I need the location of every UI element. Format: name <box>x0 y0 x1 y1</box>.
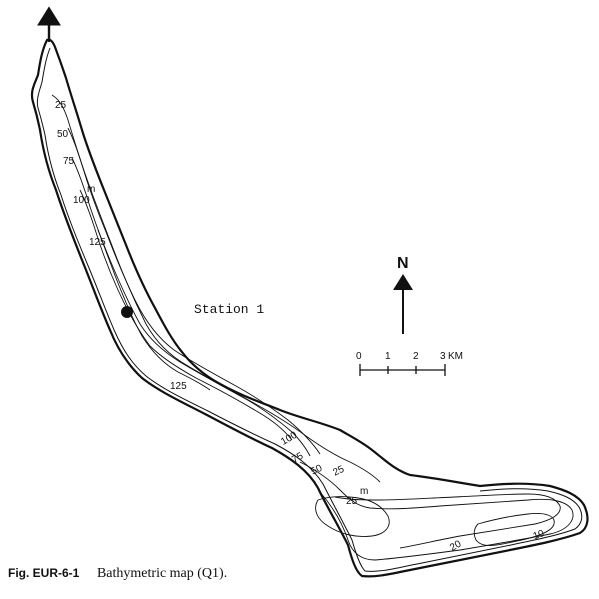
label-125-south: 125 <box>170 381 187 392</box>
scale-tick-3: 3 <box>440 351 446 362</box>
contour-75 <box>71 157 311 457</box>
lake-shoreline <box>30 38 589 578</box>
label-100-south: 100 <box>279 430 299 448</box>
label-25-south: 25 <box>331 464 346 479</box>
contour-25-southeast <box>299 461 574 561</box>
label-25-north: 25 <box>55 100 67 111</box>
station-1-marker <box>121 306 133 318</box>
contour-labels: 25 50 75 m 100 125 125 100 75 50 25 25 m… <box>55 100 546 554</box>
contour-125 <box>97 229 211 391</box>
scale-tick-2: 2 <box>413 351 419 362</box>
contour-100 <box>79 189 293 441</box>
label-10: 10 <box>532 528 547 542</box>
label-50-south: 50 <box>309 463 324 478</box>
contour-25 <box>51 94 381 483</box>
label-125-north: 125 <box>89 237 106 248</box>
north-label: N <box>397 255 409 272</box>
contour-50 <box>67 127 321 455</box>
label-50-north: 50 <box>57 129 69 140</box>
label-75-north: 75 <box>63 156 75 167</box>
depth-contours <box>51 94 574 561</box>
label-20: 20 <box>448 538 464 553</box>
scale-tick-0: 0 <box>356 351 362 362</box>
contour-20 <box>334 493 561 549</box>
scale-bar <box>359 364 446 376</box>
label-25-basin: 25 <box>346 496 358 507</box>
north-arrow: N <box>393 255 413 334</box>
label-100-north: 100 <box>73 195 90 206</box>
caption-text: Bathymetric map (Q1). <box>96 566 228 581</box>
scale-unit: KM <box>448 351 463 362</box>
caption-label: Fig. EUR-6-1 <box>8 566 80 580</box>
scale-tick-1: 1 <box>385 351 391 362</box>
figure-caption: Fig. EUR-6-1 Bathymetric map (Q1). <box>8 565 227 582</box>
scale-labels: 0 1 2 3 KM <box>356 351 463 362</box>
label-depth-unit: m <box>87 184 95 195</box>
contour-10 <box>473 513 555 546</box>
label-basin-unit: m <box>360 486 368 497</box>
station-1-label: Station 1 <box>194 302 264 317</box>
label-75-south: 75 <box>290 450 306 465</box>
contour-25-basin <box>315 496 390 537</box>
